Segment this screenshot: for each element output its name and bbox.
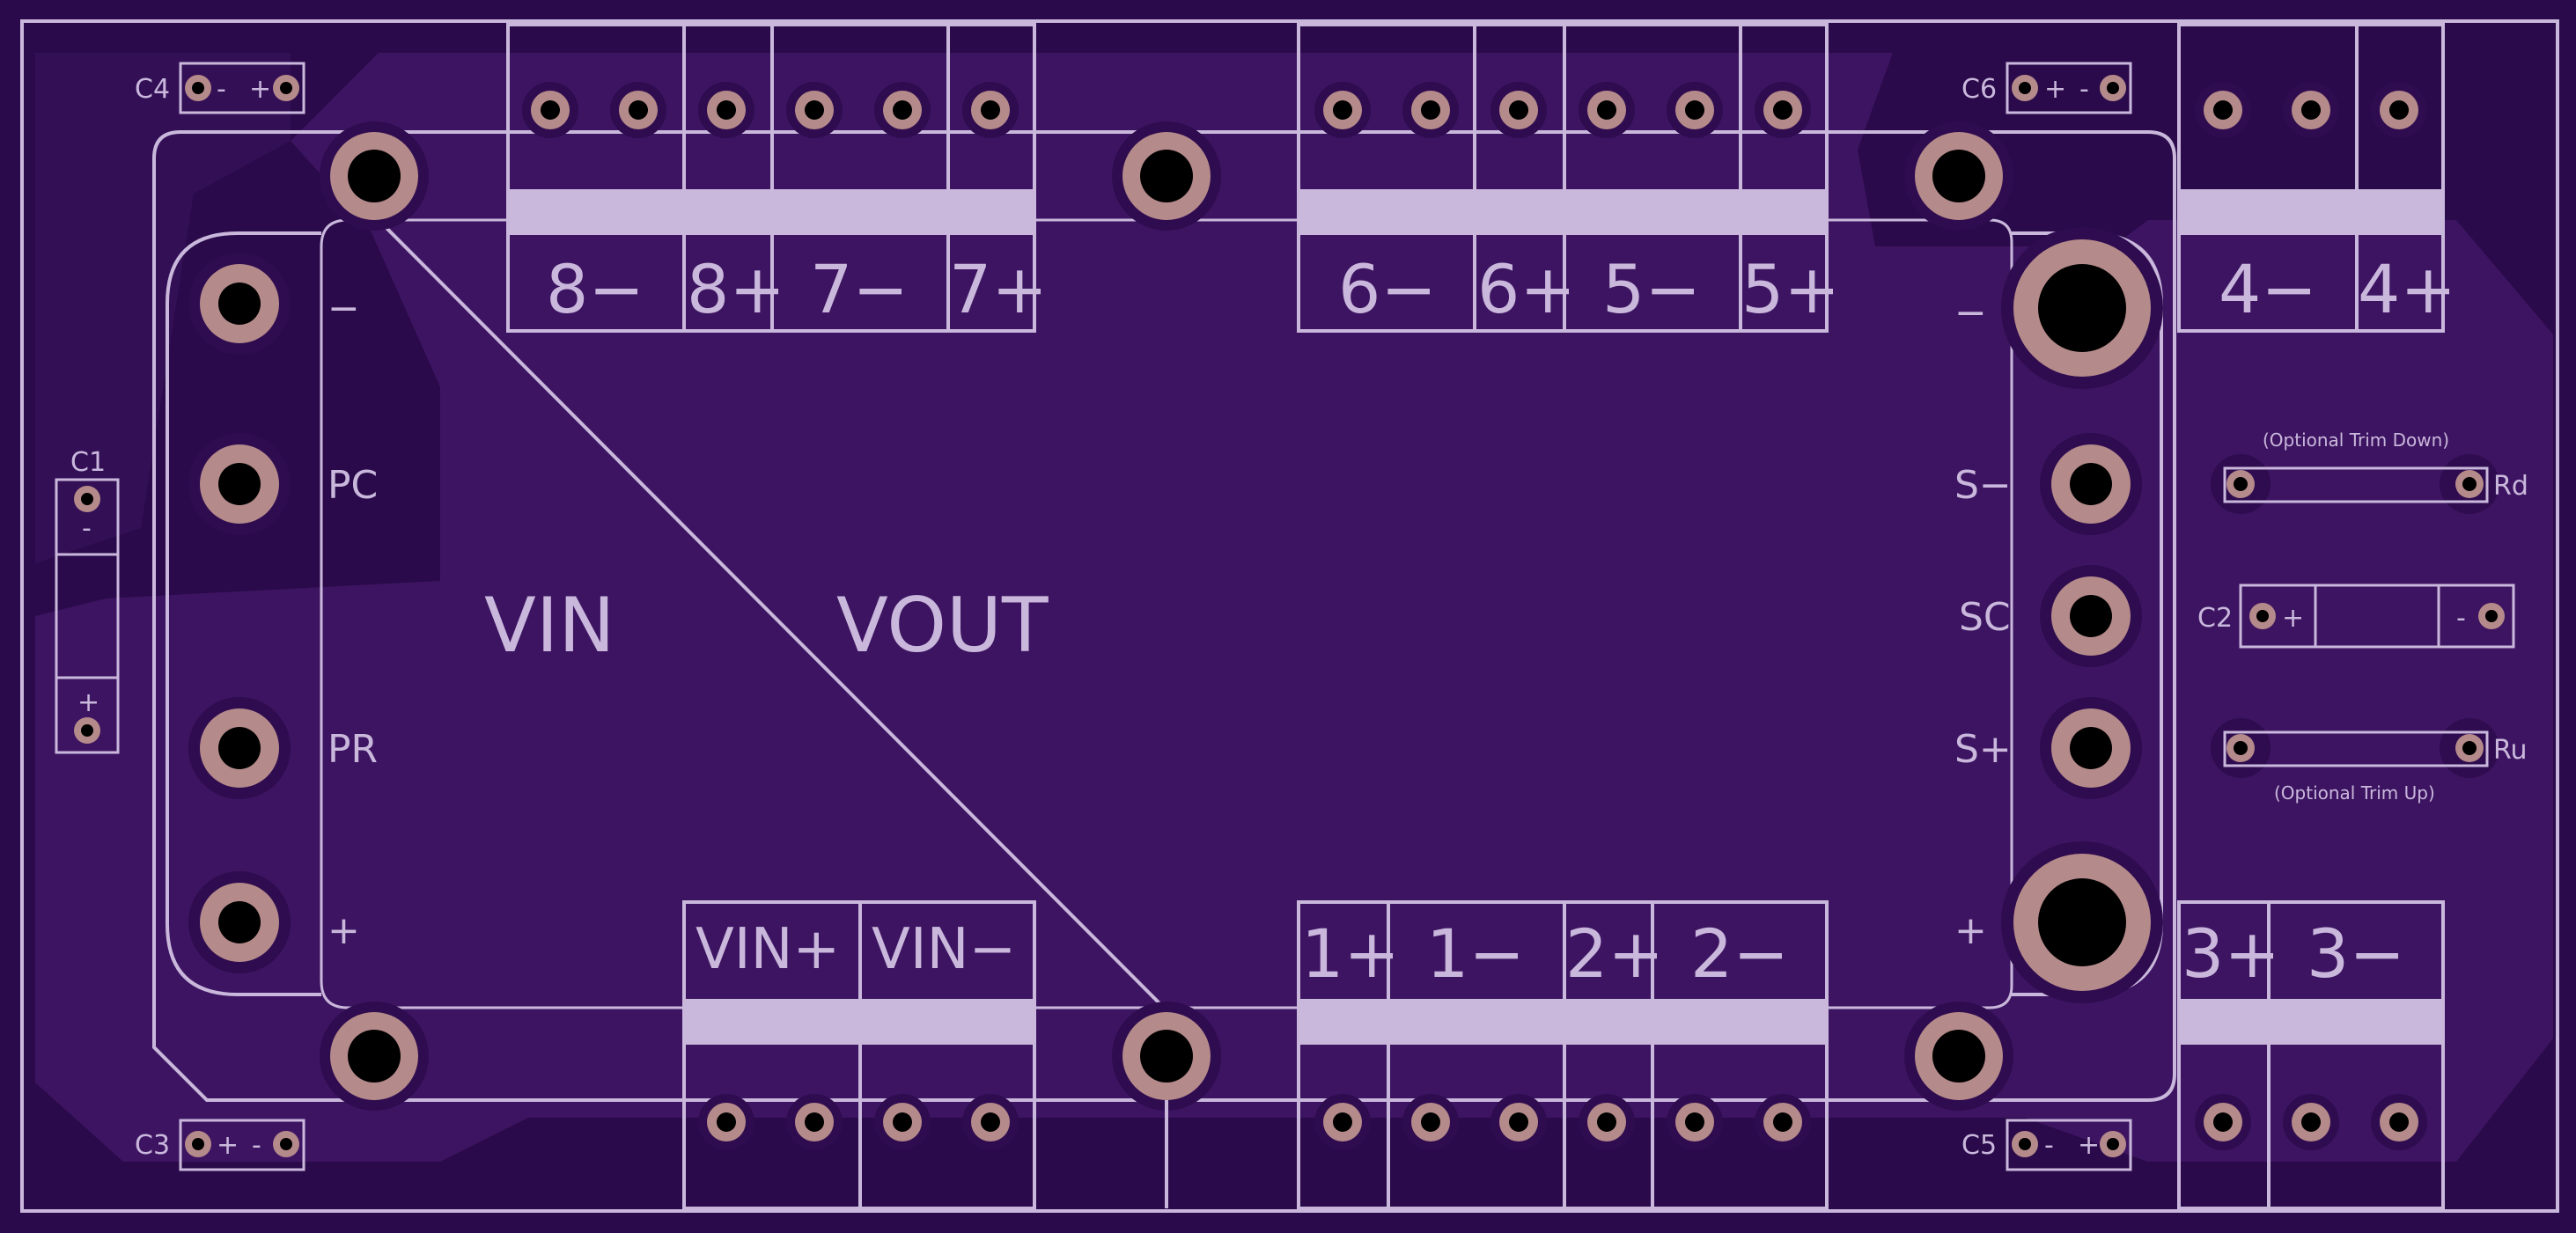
terminal-label-1-plus: 1+ <box>1301 914 1400 993</box>
terminal-label-8-minus: 8− <box>546 250 644 328</box>
capacitor-c6: C6 + - <box>1961 62 2132 114</box>
vin-label: VIN <box>484 582 615 670</box>
capacitor-c3-name: C3 <box>135 1130 170 1161</box>
top-terminal-block-left <box>506 23 1036 333</box>
left-pin-label: PR <box>328 727 378 772</box>
capacitor-c2-name: C2 <box>2197 603 2233 634</box>
mounting-hole <box>1112 1002 1221 1111</box>
mounting-hole <box>1904 121 2013 231</box>
capacitor-c4: C4 - + <box>135 62 305 114</box>
terminal-label-5-plus: 5+ <box>1741 250 1840 328</box>
terminal-label-3-plus: 3+ <box>2182 914 2280 993</box>
terminal-label-7-minus: 7− <box>810 250 909 328</box>
left-pin-minus: − <box>188 253 360 355</box>
mounting-hole <box>320 1002 429 1111</box>
capacitor-c3-minus: - <box>252 1130 261 1161</box>
capacitor-c4-name: C4 <box>135 74 170 105</box>
bottom-terminal-block-vin <box>682 900 1036 1210</box>
left-pin-pr: PR <box>188 697 378 799</box>
mounting-hole <box>1112 121 1221 231</box>
right-pin-minus: − <box>1954 227 2163 389</box>
right-pin-sc: SC <box>1959 565 2142 667</box>
capacitor-c3-plus: + <box>217 1130 239 1161</box>
left-pin-plus: + <box>188 871 360 973</box>
capacitor-c3: C3 + - <box>135 1119 305 1171</box>
terminal-label-6-minus: 6− <box>1338 250 1437 328</box>
right-pin-plus: + <box>1954 841 2163 1003</box>
right-pin-s-minus: S− <box>1954 433 2142 535</box>
mounting-hole <box>1904 1002 2013 1111</box>
capacitor-c2: C2 + - <box>2197 583 2515 649</box>
capacitor-c1-name: C1 <box>70 447 106 478</box>
terminal-label-3-minus: 3− <box>2307 914 2405 993</box>
terminal-label-8-plus: 8+ <box>687 250 785 328</box>
capacitor-c5-minus: - <box>2044 1130 2054 1161</box>
copper-pour-edge <box>35 53 291 563</box>
capacitor-c4-minus: - <box>217 74 226 105</box>
left-pin-label: − <box>328 286 360 331</box>
terminal-label-4-plus: 4+ <box>2358 250 2456 328</box>
right-pin-label: S+ <box>1954 727 2012 772</box>
capacitor-c5-plus: + <box>2078 1130 2100 1161</box>
resistor-ru-label: Ru <box>2493 735 2528 766</box>
trim-up-note: (Optional Trim Up) <box>2274 782 2435 804</box>
right-pin-s-plus: S+ <box>1954 697 2142 799</box>
top-terminal-block-right <box>2177 23 2445 333</box>
resistor-ru: Ru (Optional Trim Up) <box>2211 718 2528 804</box>
capacitor-c1-minus: - <box>82 513 92 544</box>
right-pin-label: SC <box>1959 595 2011 640</box>
right-pin-label: − <box>1954 290 1987 335</box>
bottom-terminal-block-right <box>2177 900 2445 1210</box>
terminal-label-2-plus: 2+ <box>1565 914 1664 993</box>
terminal-label-6-plus: 6+ <box>1477 250 1576 328</box>
capacitor-c2-minus: - <box>2456 603 2466 634</box>
terminal-label-vin-plus: VIN+ <box>696 917 840 982</box>
bottom-terminal-pads <box>698 1094 2427 1150</box>
resistor-rd: Rd (Optional Trim Down) <box>2211 429 2528 514</box>
terminal-label-5-minus: 5− <box>1602 250 1701 328</box>
top-terminal-block-middle <box>1297 23 1829 333</box>
capacitor-c5-name: C5 <box>1961 1130 1997 1161</box>
module-inner-outline <box>320 218 2013 1009</box>
right-pin-label: + <box>1954 908 1987 953</box>
left-pin-label: + <box>328 908 360 953</box>
module-diagonal <box>372 214 1168 1012</box>
capacitor-c6-name: C6 <box>1961 74 1997 105</box>
mounting-hole <box>320 121 429 231</box>
terminal-label-7-plus: 7+ <box>949 250 1048 328</box>
terminal-label-1-minus: 1− <box>1426 914 1525 993</box>
capacitor-c1-plus: + <box>77 687 99 718</box>
terminal-label-vin-minus: VIN− <box>872 917 1016 982</box>
resistor-rd-label: Rd <box>2493 471 2528 502</box>
left-pin-label: PC <box>328 463 378 508</box>
capacitor-c6-plus: + <box>2044 74 2066 105</box>
terminal-label-2-minus: 2− <box>1690 914 1789 993</box>
vout-label: VOUT <box>836 582 1049 670</box>
capacitor-c5: C5 - + <box>1961 1119 2132 1171</box>
module-left-bracket <box>166 231 321 996</box>
left-pin-pc: PC <box>188 433 378 535</box>
terminal-label-4-minus: 4− <box>2219 250 2317 328</box>
capacitor-c4-plus: + <box>249 74 271 105</box>
capacitor-c2-plus: + <box>2282 603 2304 634</box>
capacitor-c6-minus: - <box>2079 74 2089 105</box>
board-outline <box>20 19 2559 1213</box>
module-outer-outline <box>152 130 2176 1102</box>
mounting-holes <box>320 121 2013 1111</box>
bottom-terminal-block-middle <box>1297 900 1829 1210</box>
top-terminal-pads <box>522 82 2427 138</box>
trim-down-note: (Optional Trim Down) <box>2263 429 2449 451</box>
capacitor-c1: C1 - + <box>55 447 120 754</box>
right-pin-label: S− <box>1954 463 2012 508</box>
